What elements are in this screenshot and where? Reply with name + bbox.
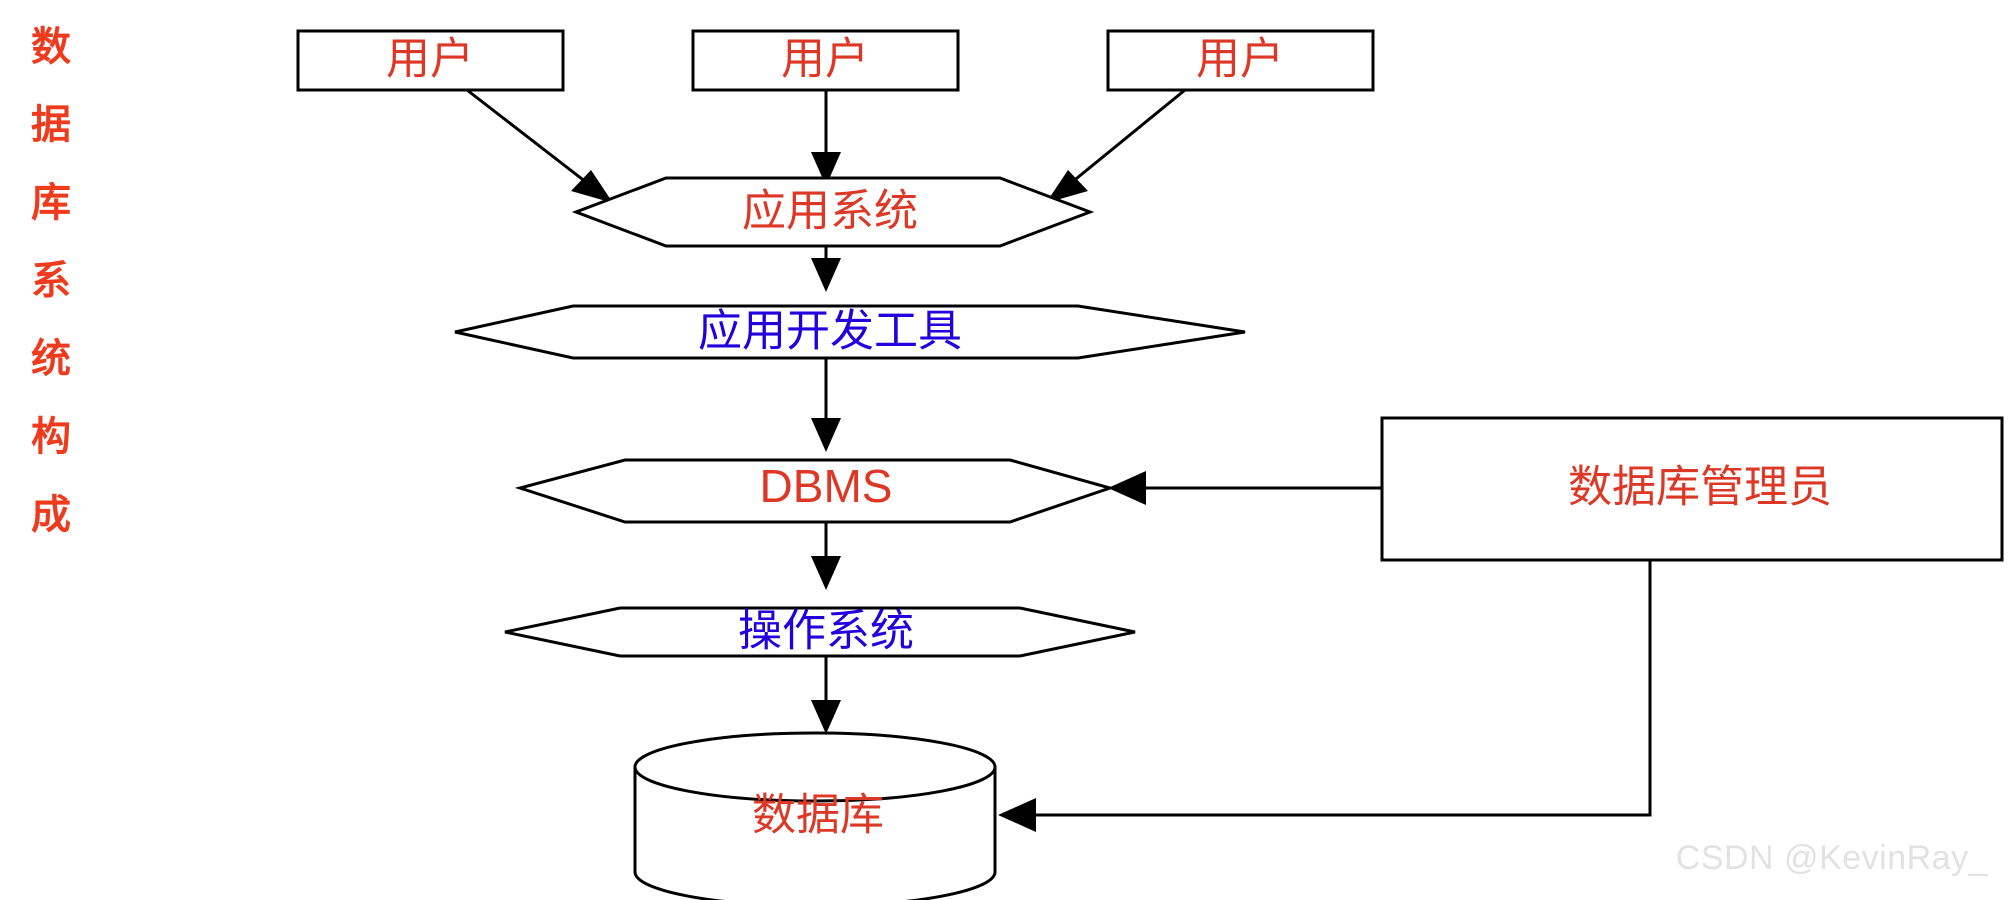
- vertical-title-char: 构: [31, 415, 71, 459]
- arrowhead-icon: [811, 258, 841, 292]
- node-application-dev-tools[interactable]: 应用开发工具: [454, 304, 1246, 360]
- csdn-watermark: CSDN @KevinRay_: [1675, 839, 1988, 877]
- database-label: 数据库: [752, 791, 884, 840]
- arrowhead-icon: [998, 798, 1036, 832]
- edge-dba-to-dbms: [1108, 471, 1382, 505]
- edge-user-left-to-application-system: [466, 88, 613, 203]
- user-right-box[interactable]: [1106, 29, 1375, 92]
- edge-application-system-to-dev-tools: [811, 246, 841, 292]
- edge-dev-tools-to-dbms: [811, 358, 841, 452]
- node-user-right[interactable]: 用户: [1106, 29, 1375, 92]
- dba-label: 数据库管理员: [1568, 463, 1832, 512]
- node-application-system[interactable]: 应用系统: [571, 176, 1095, 248]
- user-right-label: 用户: [1196, 35, 1284, 84]
- arrowhead-icon: [571, 170, 613, 203]
- vertical-title-char: 数: [31, 25, 71, 69]
- edge-dbms-to-operating-system: [811, 522, 841, 590]
- node-dbms[interactable]: DBMS: [514, 458, 1116, 524]
- application-system-hexagon[interactable]: [571, 176, 1095, 248]
- application-system-label: 应用系统: [742, 187, 918, 236]
- dbms-hexagon[interactable]: [514, 458, 1116, 524]
- vertical-title-char: 成: [31, 493, 71, 537]
- application-dev-tools-label: 应用开发工具: [698, 307, 962, 356]
- arrowhead-icon: [811, 700, 841, 734]
- node-user-left[interactable]: 用户: [296, 29, 565, 92]
- user-left-box[interactable]: [296, 29, 565, 92]
- operating-system-hexagon[interactable]: [504, 606, 1136, 658]
- user-center-label: 用户: [781, 35, 869, 84]
- arrowhead-icon: [1046, 170, 1088, 203]
- application-dev-tools-hexagon[interactable]: [454, 304, 1246, 360]
- dba-box[interactable]: [1380, 416, 2004, 562]
- edge-user-right-to-application-system: [1046, 88, 1186, 203]
- node-operating-system[interactable]: 操作系统: [504, 606, 1136, 658]
- database-cylinder-top: [633, 731, 997, 803]
- arrowhead-icon: [1108, 471, 1146, 505]
- vertical-title-char: 据: [31, 103, 71, 147]
- vertical-title: 数 据 库 系 统 构 成: [12, 8, 90, 554]
- vertical-title-char: 统: [31, 337, 71, 381]
- arrowhead-icon: [811, 418, 841, 452]
- arrowhead-icon: [811, 556, 841, 590]
- user-left-label: 用户: [386, 35, 474, 84]
- operating-system-label: 操作系统: [738, 607, 914, 656]
- node-user-center[interactable]: 用户: [691, 29, 960, 92]
- arrowhead-icon: [811, 152, 841, 186]
- user-center-box[interactable]: [691, 29, 960, 92]
- edge-dba-to-database: [998, 560, 1652, 832]
- database-cylinder-body[interactable]: [633, 765, 997, 900]
- edge-user-center-to-application-system: [811, 90, 841, 186]
- edge-operating-system-to-database: [811, 656, 841, 734]
- node-database[interactable]: 数据库: [633, 731, 997, 900]
- node-dba[interactable]: 数据库管理员: [1380, 416, 2004, 562]
- vertical-title-char: 系: [31, 259, 71, 303]
- dbms-label: DBMS: [760, 460, 893, 512]
- vertical-title-char: 库: [31, 181, 71, 225]
